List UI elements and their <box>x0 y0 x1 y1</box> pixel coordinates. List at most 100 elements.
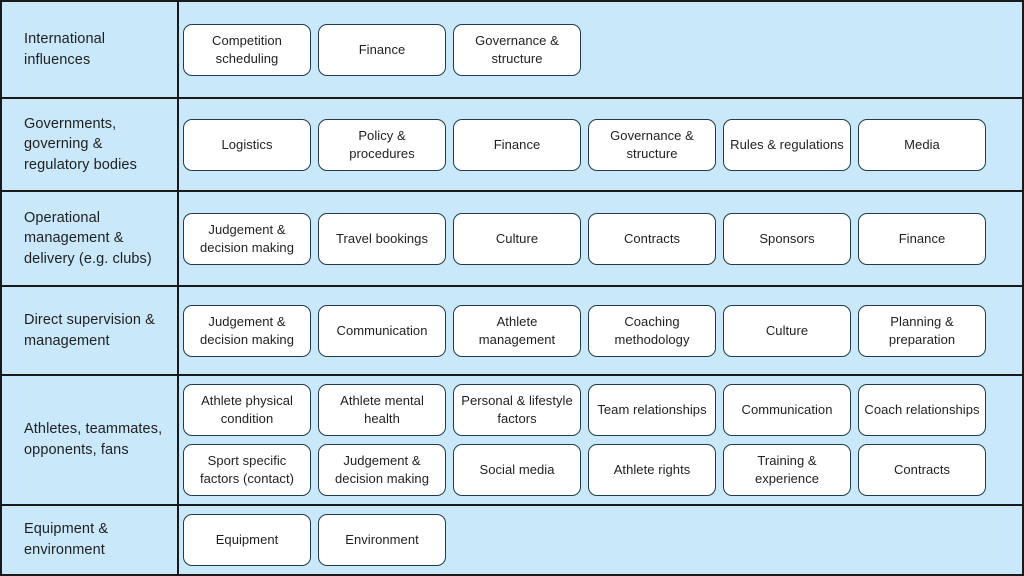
factor-node[interactable]: Governance & structure <box>453 23 581 76</box>
row-nodes-cell: Logistics Policy & procedures Finance Gover… <box>179 99 1022 190</box>
factor-node-label: Sport specific factors (contact) <box>199 453 295 486</box>
factor-node-label: Media <box>904 136 940 152</box>
factor-node[interactable]: Judgement & decision making <box>318 444 446 496</box>
factor-node[interactable]: Environment <box>318 514 446 566</box>
node-line: Equipment Environment <box>183 514 1022 566</box>
factor-node[interactable]: Social media <box>453 444 581 496</box>
factor-node[interactable]: Training & experience <box>723 444 851 496</box>
factor-node-label: Culture <box>495 230 539 246</box>
node-line: Sport specific factors (contact) Judgemen… <box>183 444 1022 496</box>
factor-node[interactable]: Contracts <box>858 444 986 496</box>
row-label-cell: Equipment & environment <box>2 506 179 574</box>
factor-node[interactable]: Competition scheduling <box>183 23 311 76</box>
row-label-text: Direct supervision & management <box>24 311 155 349</box>
node-line: Competition scheduling Finance Governance … <box>183 23 1022 76</box>
factor-node[interactable]: Coaching methodology <box>588 304 716 357</box>
row-label-text: Equipment & environment <box>24 521 109 558</box>
factor-node-label: Governance & structure <box>475 32 559 66</box>
factor-node-label: Sponsors <box>759 230 815 246</box>
row-label-text: Governments, governing & regulatory bodi… <box>24 115 137 173</box>
factor-node-label: Competition scheduling <box>212 32 282 66</box>
diagram-row: Governments, governing & regulatory bodi… <box>2 99 1022 192</box>
factor-node[interactable]: Personal & lifestyle factors <box>453 384 581 436</box>
row-label-cell: Operational management & delivery (e.g. … <box>2 192 179 285</box>
factor-node[interactable]: Sport specific factors (contact) <box>183 444 311 496</box>
factor-node-label: Policy & procedures <box>349 127 415 161</box>
factor-node-label: Athlete mental health <box>340 393 424 426</box>
factor-node-label: Planning & preparation <box>888 313 956 347</box>
factor-node[interactable]: Logistics <box>183 118 311 171</box>
factor-node-label: Finance <box>358 41 406 57</box>
row-nodes-cell: Competition scheduling Finance Governance … <box>179 2 1022 97</box>
factor-node[interactable]: Finance <box>318 23 446 76</box>
factor-node[interactable]: Travel bookings <box>318 212 446 265</box>
row-nodes-cell: Athlete physical condition Athlete mental… <box>179 376 1022 504</box>
factor-node[interactable]: Rules & regulations <box>723 118 851 171</box>
factor-node-label: Communication <box>336 322 428 338</box>
factor-node-label: Coach relationships <box>864 402 980 418</box>
row-label-text: Athletes, teammates, opponents, fans <box>24 421 163 458</box>
factor-node-label: Finance <box>898 230 946 246</box>
factor-node-label: Equipment <box>215 532 279 548</box>
factor-node[interactable]: Team relationships <box>588 384 716 436</box>
node-line: Judgement & decision making Travel bookin… <box>183 212 1022 265</box>
factor-node-label: Contracts <box>623 230 681 246</box>
row-label-text: Operational management & delivery (e.g. … <box>24 209 152 267</box>
row-label-cell: Direct supervision & management <box>2 287 179 374</box>
factor-node-label: Travel bookings <box>335 230 429 246</box>
factor-node[interactable]: Athlete physical condition <box>183 384 311 436</box>
factor-node-label: Coaching methodology <box>614 313 690 347</box>
factor-node-label: Judgement & decision making <box>335 453 429 486</box>
factor-node-label: Judgement & decision making <box>200 221 294 255</box>
factor-node-label: Social media <box>479 462 555 478</box>
diagram-row: Equipment & environment Equipment Environm… <box>2 506 1022 574</box>
factor-node-label: Governance & structure <box>610 127 694 161</box>
factor-node[interactable]: Athlete mental health <box>318 384 446 436</box>
node-line: Judgement & decision making Communication… <box>183 304 1022 357</box>
factor-node-label: Athlete physical condition <box>201 393 293 426</box>
factor-node[interactable]: Athlete rights <box>588 444 716 496</box>
factor-node-label: Logistics <box>221 136 273 152</box>
factor-node[interactable]: Culture <box>723 304 851 357</box>
row-label-cell: Governments, governing & regulatory bodi… <box>2 99 179 190</box>
row-label-text: International influences <box>24 30 106 68</box>
factor-node[interactable]: Judgement & decision making <box>183 212 311 265</box>
factor-node[interactable]: Coach relationships <box>858 384 986 436</box>
factor-node[interactable]: Culture <box>453 212 581 265</box>
factor-node[interactable]: Media <box>858 118 986 171</box>
factor-node-label: Rules & regulations <box>730 136 844 152</box>
factor-node-label: Athlete rights <box>613 462 691 478</box>
factor-node[interactable]: Governance & structure <box>588 118 716 171</box>
factor-node-label: Communication <box>741 402 833 418</box>
factor-node[interactable]: Sponsors <box>723 212 851 265</box>
diagram-row: Operational management & delivery (e.g. … <box>2 192 1022 287</box>
node-line: Logistics Policy & procedures Finance Gover… <box>183 118 1022 171</box>
row-nodes-cell: Judgement & decision making Travel bookin… <box>179 192 1022 285</box>
factor-node-label: Contracts <box>893 462 951 478</box>
factor-node[interactable]: Equipment <box>183 514 311 566</box>
factor-node[interactable]: Judgement & decision making <box>183 304 311 357</box>
factor-node[interactable]: Contracts <box>588 212 716 265</box>
factor-node-label: Team relationships <box>597 402 707 418</box>
row-label-cell: International influences <box>2 2 179 97</box>
factor-node-label: Training & experience <box>754 453 820 486</box>
factor-node-label: Personal & lifestyle factors <box>461 393 573 426</box>
factor-node[interactable]: Communication <box>723 384 851 436</box>
row-nodes-cell: Equipment Environment <box>179 506 1022 574</box>
row-label-cell: Athletes, teammates, opponents, fans <box>2 376 179 504</box>
factor-node[interactable]: Finance <box>858 212 986 265</box>
factor-node[interactable]: Athlete management <box>453 304 581 357</box>
factor-node[interactable]: Communication <box>318 304 446 357</box>
node-line: Athlete physical condition Athlete mental… <box>183 384 1022 436</box>
factor-node[interactable]: Planning & preparation <box>858 304 986 357</box>
factor-node-label: Environment <box>345 532 419 548</box>
factor-node-label: Athlete management <box>478 313 556 347</box>
factor-node-label: Culture <box>765 322 809 338</box>
factor-node-label: Judgement & decision making <box>200 313 294 347</box>
factor-node[interactable]: Policy & procedures <box>318 118 446 171</box>
diagram-row: Direct supervision & management Judgement… <box>2 287 1022 376</box>
factor-node[interactable]: Finance <box>453 118 581 171</box>
factor-node-label: Finance <box>493 136 541 152</box>
